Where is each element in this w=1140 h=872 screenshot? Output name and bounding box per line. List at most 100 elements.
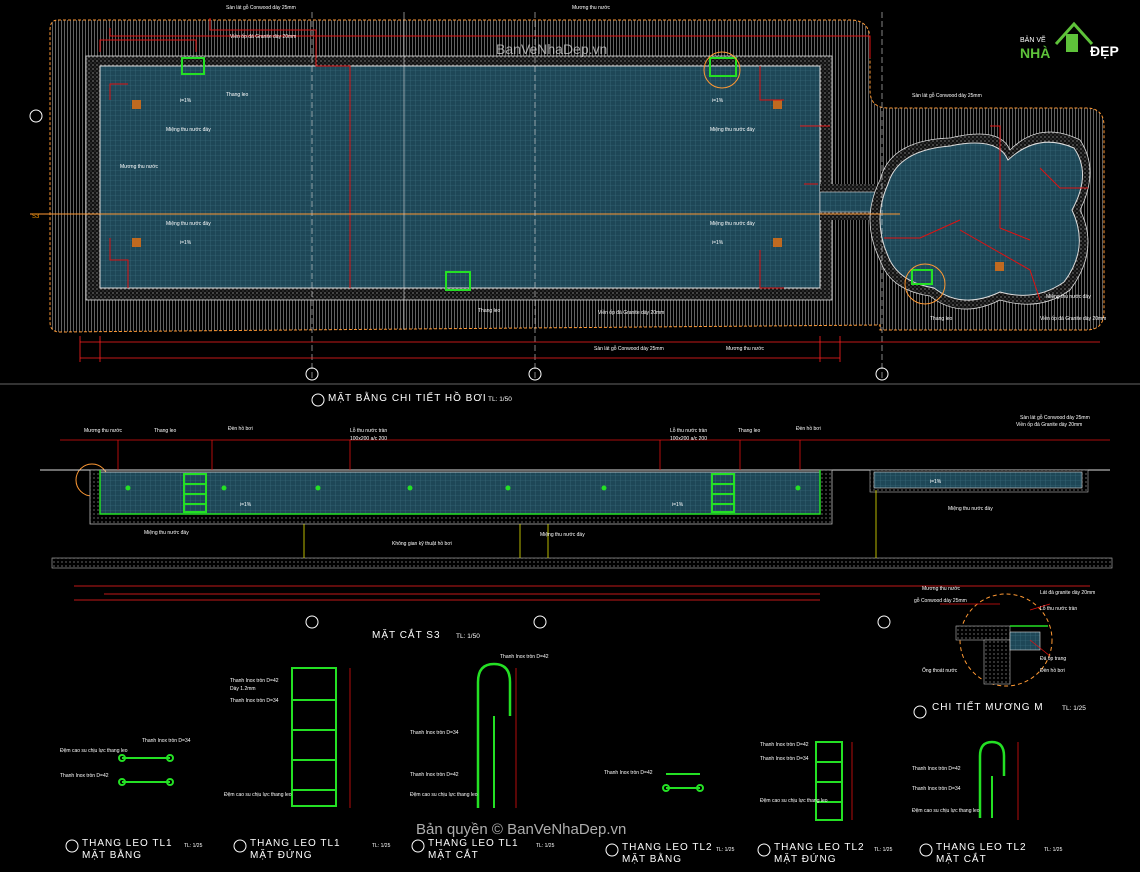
- pool-section: Mương thu nước Thang leo Đèn hồ bơi Lỗ t…: [40, 414, 1113, 641]
- svg-text:TL: 1/25: TL: 1/25: [716, 847, 735, 853]
- kids-pool: [879, 141, 1083, 301]
- sec-slope-2: i=1%: [672, 502, 684, 508]
- sec-note-gutter: Mương thu nước: [84, 428, 122, 434]
- sec-note-ladder-left: Thang leo: [154, 428, 176, 434]
- plan-slope-1: i=1%: [180, 98, 192, 104]
- plan-note-deck: Sàn lát gỗ Conwood dày 25mm: [226, 4, 296, 11]
- ld-note-bar42-a: Thanh Inox tròn D=42: [60, 773, 109, 779]
- gd-note-stone: Đá ốp trang: [1040, 656, 1066, 662]
- section-title: MẶT CẮT S3: [372, 628, 441, 641]
- ld-note-base-f: Đệm cao su chịu lực thang leo: [912, 808, 980, 814]
- ld-note-bar34-e: Thanh Inox tròn D=34: [760, 756, 809, 762]
- plan-note-deck-bottom: Sàn lát gỗ Conwood dày 25mm: [594, 345, 664, 352]
- ld-note-bar34-b: Thanh Inox tròn D=34: [230, 698, 279, 704]
- sec-note-drain-kids: Miệng thu nước đáy: [948, 506, 993, 512]
- watermark-top: BanVeNhaDep.vn: [496, 41, 607, 57]
- svg-text:TL: 1/25: TL: 1/25: [536, 843, 555, 849]
- plan-note-ladder-bottom: Thang leo: [478, 308, 500, 314]
- sec-slope-1: i=1%: [240, 502, 252, 508]
- main-pool: [99, 65, 821, 289]
- ladder-title-3: THANG LEO TL1 MẶT CẮT TL: 1/25: [411, 838, 555, 861]
- plan-note-granite: Viền ốp đá Granite dày 20mm: [230, 34, 296, 40]
- ladder-details: Thanh Inox tròn D=34 Đệm cao su chịu lực…: [60, 654, 1063, 865]
- plan-note-gutter-bottom: Mương thu nước: [726, 346, 764, 352]
- gd-note-granite: Lát đá granite dày 20mm: [1040, 590, 1095, 596]
- floor-drain-4: [773, 238, 782, 247]
- gd-scale: TL: 1/25: [1062, 705, 1086, 712]
- gd-note-gutter: Mương thu nước: [922, 586, 960, 592]
- plan-note-drain-right: Miệng thu nước đáy: [1046, 294, 1091, 300]
- sec-note-overflow-left: Lỗ thu nước tràn: [350, 427, 387, 434]
- svg-text:THANG LEO TL1: THANG LEO TL1: [250, 838, 341, 849]
- sec-note-light-left: Đèn hồ bơi: [228, 426, 253, 432]
- ladder-title-6: THANG LEO TL2 MẶT CẮT TL: 1/25: [919, 842, 1063, 865]
- svg-text:ĐẸP: ĐẸP: [1090, 43, 1119, 59]
- plan-note-drain-2: Miệng thu nước đáy: [710, 127, 755, 133]
- svg-text:TL: 1/25: TL: 1/25: [1044, 847, 1063, 853]
- plan-ladder-1: [181, 57, 205, 75]
- sec-note-overflow-right-size: 100x200 a/c 200: [670, 436, 707, 442]
- plan-ladder-4: [911, 269, 933, 285]
- watermark-bottom: Bản quyền © BanVeNhaDep.vn: [416, 821, 626, 838]
- sec-note-ladder-right: Thang leo: [738, 428, 760, 434]
- ld-note-thick-b: Dày 1.2mm: [230, 686, 256, 692]
- sec-note-light-right: Đèn hồ bơi: [796, 426, 821, 432]
- plan-note-gutter-left: Mương thu nước: [120, 164, 158, 170]
- plan-note-drain-3: Miệng thu nước đáy: [166, 221, 211, 227]
- gutter-detail: Mương thu nước gỗ Conwood dày 25mm Lát đ…: [913, 586, 1095, 719]
- ld-note-bar34-a: Thanh Inox tròn D=34: [142, 738, 191, 744]
- ladder-title-2: THANG LEO TL1 MẶT ĐỨNG TL: 1/25: [233, 838, 391, 861]
- sec-slope-3: i=1%: [930, 479, 942, 485]
- ld-note-bar42-c: Thanh Inox tròn D=42: [500, 654, 549, 660]
- plan-slope-2: i=1%: [712, 98, 724, 104]
- sec-note-tech: Không gian kỹ thuật hồ bơi: [392, 541, 452, 547]
- plan-slope-3: i=1%: [180, 240, 192, 246]
- section-scale: TL: 1/50: [456, 633, 480, 640]
- svg-text:TL: 1/25: TL: 1/25: [372, 843, 391, 849]
- plan-note-gutter: Mương thu nước: [572, 5, 610, 11]
- pool-plan: S3 Sàn lát gỗ Conwood dày 25mm Viền ốp đ…: [0, 4, 1140, 629]
- plan-note-granite-right: Viền ốp đá Granite dày 20mm: [1040, 316, 1106, 322]
- logo: BẢN VẼ NHÀ ĐẸP: [1020, 21, 1119, 61]
- plan-ladder-3: [445, 271, 471, 291]
- sec-note-drain-left: Miệng thu nước đáy: [144, 530, 189, 536]
- svg-text:MẶT CẮT: MẶT CẮT: [428, 848, 479, 861]
- plan-note-ladder-right: Thang leo: [930, 316, 952, 322]
- svg-text:THANG LEO TL2: THANG LEO TL2: [774, 842, 865, 853]
- svg-text:THANG LEO TL2: THANG LEO TL2: [936, 842, 1027, 853]
- ld-note-bar42-e: Thanh Inox tròn D=42: [760, 742, 809, 748]
- floor-drain-1: [132, 100, 141, 109]
- svg-text:THANG LEO TL1: THANG LEO TL1: [82, 838, 173, 849]
- ld-note-bar42-b: Thanh Inox tròn D=42: [230, 678, 279, 684]
- svg-text:NHÀ: NHÀ: [1020, 45, 1050, 61]
- floor-drain-5: [995, 262, 1004, 271]
- sec-note-overflow-left-size: 100x200 a/c 200: [350, 436, 387, 442]
- ld-note-base-b: Đệm cao su chịu lực thang leo: [224, 792, 292, 798]
- sec-note-deck: Sàn lát gỗ Conwood dày 25mm: [1020, 414, 1090, 421]
- ladder-title-5: THANG LEO TL2 MẶT ĐỨNG TL: 1/25: [757, 842, 893, 865]
- sec-note-drain-right: Miệng thu nước đáy: [540, 532, 585, 538]
- svg-text:TL: 1/25: TL: 1/25: [184, 843, 203, 849]
- plan-note-ladder: Thang leo: [226, 92, 248, 98]
- section-mark: S3: [32, 214, 40, 220]
- plan-ladder-2: [709, 57, 737, 77]
- sec-note-granite: Viền ốp đá Granite dày 20mm: [1016, 422, 1082, 428]
- plan-slope-4: i=1%: [712, 240, 724, 246]
- gd-note-pipe: Ống thoát nước: [922, 667, 958, 674]
- plan-note-deck-right: Sàn lát gỗ Conwood dày 25mm: [912, 92, 982, 99]
- floor-drain-2: [132, 238, 141, 247]
- ld-note-base-a: Đệm cao su chịu lực thang leo: [60, 748, 128, 754]
- ld-note-bar34-f: Thanh Inox tròn D=34: [912, 786, 961, 792]
- svg-text:MẶT CẮT: MẶT CẮT: [936, 852, 987, 865]
- plan-scale: TL: 1/50: [488, 396, 512, 403]
- ld-note-base-c: Đệm cao su chịu lực thang leo: [410, 792, 478, 798]
- svg-text:MẶT BẰNG: MẶT BẰNG: [82, 848, 142, 861]
- plan-note-drain-4: Miệng thu nước đáy: [710, 221, 755, 227]
- ld-note-bar-c: Thanh Inox tròn D=42: [410, 772, 459, 778]
- plan-title: MẶT BẰNG CHI TIẾT HỒ BƠI: [328, 391, 487, 404]
- ld-note-base-e: Đệm cao su chịu lực thang leo: [760, 798, 828, 804]
- gd-note-hole: Lỗ thu nước tràn: [1040, 605, 1077, 612]
- gd-note-light: Đèn hồ bơi: [1040, 668, 1065, 674]
- ladder-title-1: THANG LEO TL1 MẶT BẰNG TL: 1/25: [65, 838, 203, 861]
